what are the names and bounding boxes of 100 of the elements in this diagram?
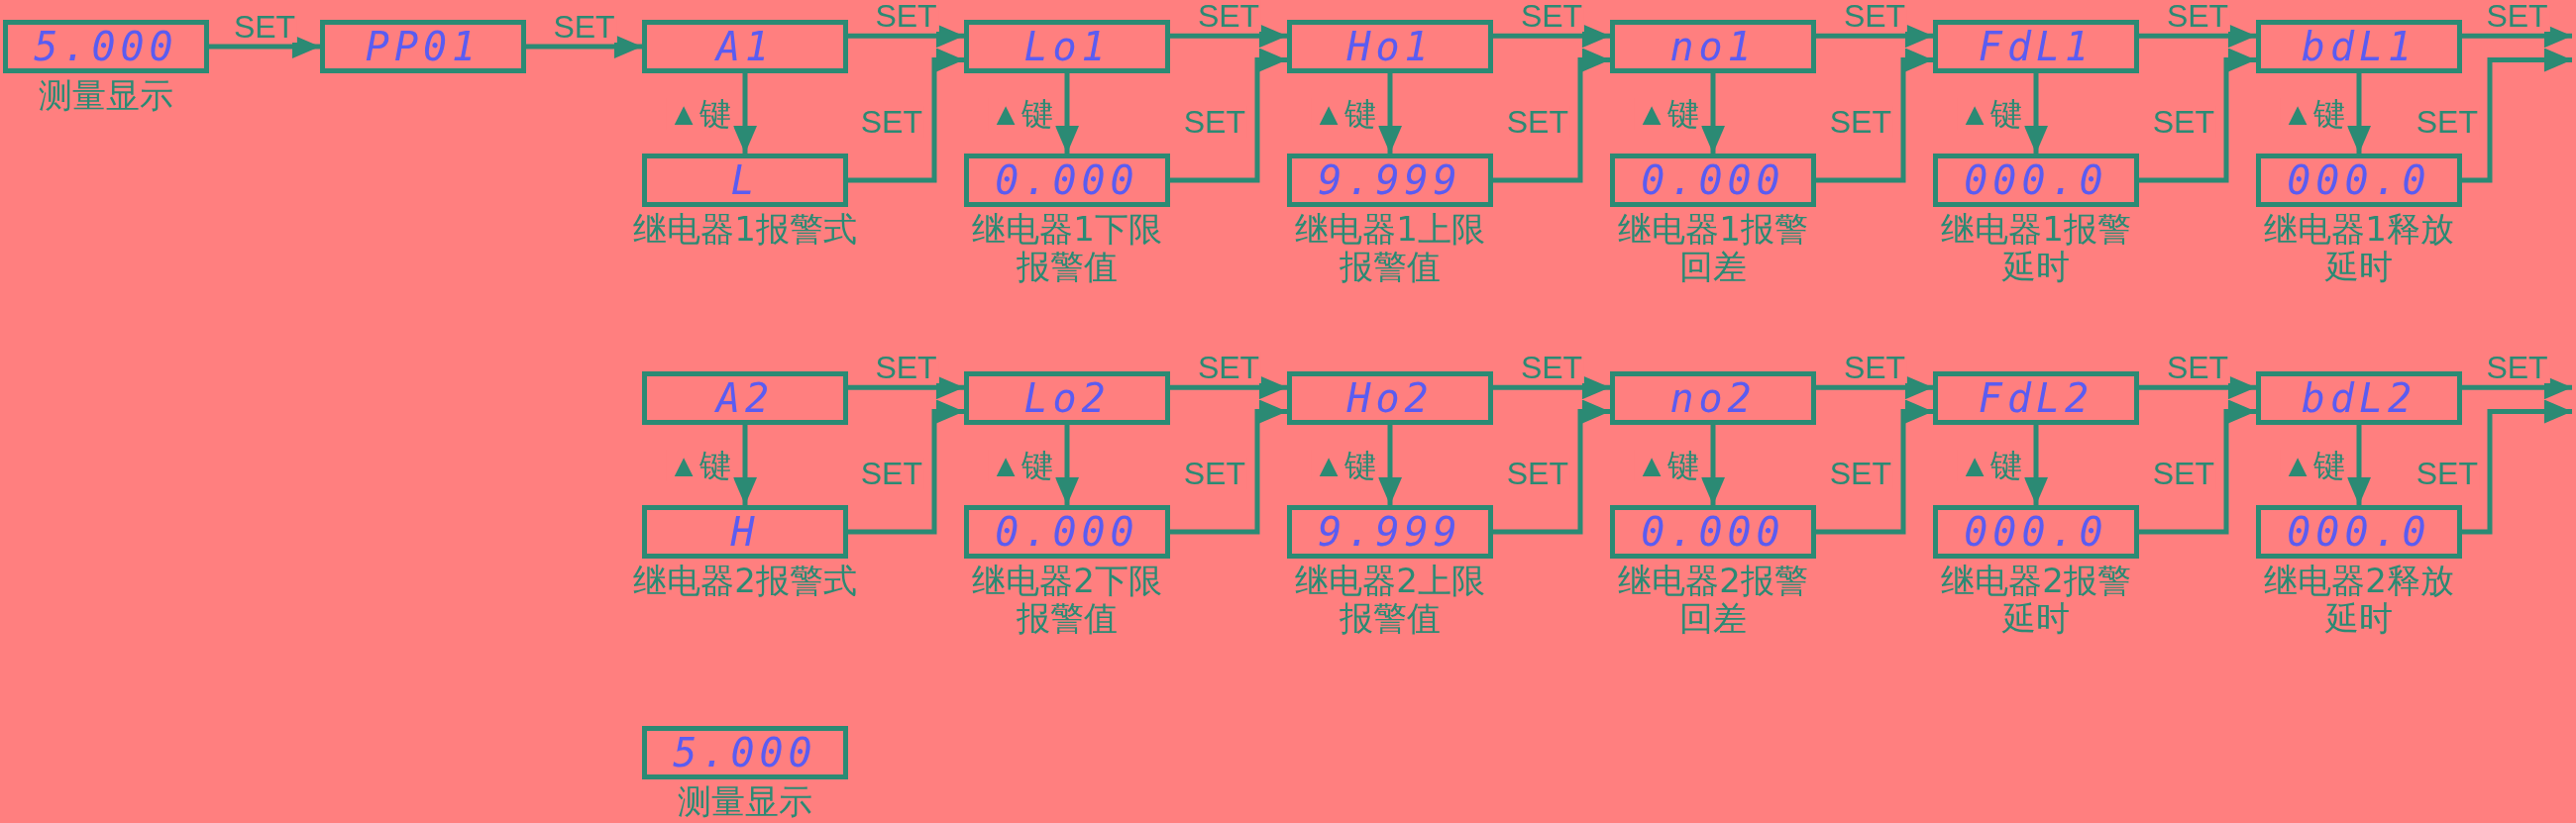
display-box	[1933, 505, 2139, 559]
display-box	[1287, 20, 1493, 73]
display-reading: no1	[1669, 27, 1757, 66]
node-label: 继电器2下限报警值	[971, 562, 1163, 638]
display-box	[2256, 20, 2462, 73]
display-reading: bdL2	[2301, 378, 2417, 418]
display-box	[964, 154, 1170, 207]
node-label: 继电器2报警式	[632, 562, 858, 600]
arrow	[733, 73, 757, 154]
display-box	[2256, 371, 2462, 425]
arrow	[1170, 48, 1287, 183]
node-label: 继电器1报警回差	[1617, 210, 1809, 286]
display-box	[1933, 371, 2139, 425]
arrow	[1816, 48, 1933, 183]
display-box	[1933, 154, 2139, 207]
display-box	[2256, 154, 2462, 207]
arrow	[1493, 24, 1610, 49]
arrow	[2347, 73, 2371, 154]
arrow	[848, 375, 964, 400]
display-box	[1610, 20, 1816, 73]
arrow	[733, 425, 757, 505]
node-label: 继电器2释放延时	[2263, 562, 2455, 638]
display-reading: Lo1	[1023, 27, 1111, 66]
arrow	[526, 35, 642, 58]
arrow	[2139, 375, 2256, 400]
display-reading: PP01	[365, 27, 482, 66]
display-reading: 9.999	[1318, 160, 1462, 200]
display-reading: L	[730, 160, 760, 200]
display-reading: A1	[715, 27, 775, 66]
display-box	[964, 20, 1170, 73]
arrow	[209, 35, 320, 58]
arrow	[1493, 48, 1610, 183]
arrow	[1170, 24, 1287, 49]
display-box	[1610, 371, 1816, 425]
display-box	[1610, 505, 1816, 559]
node-label: 继电器1下限报警值	[971, 210, 1163, 286]
display-box	[1287, 371, 1493, 425]
node-label: 测量显示	[677, 782, 813, 821]
display-reading: Lo2	[1023, 378, 1111, 418]
display-box	[642, 154, 848, 207]
node-label: 继电器2报警延时	[1940, 562, 2132, 638]
display-reading: 9.999	[1318, 512, 1462, 552]
display-reading: no2	[1669, 378, 1757, 418]
display-box	[642, 371, 848, 425]
arrow	[1493, 375, 1610, 400]
node-label: 继电器2报警回差	[1617, 562, 1809, 638]
node-label: 继电器2上限报警值	[1294, 562, 1486, 638]
arrow	[2462, 399, 2572, 535]
arrow	[1055, 73, 1079, 154]
display-box	[320, 20, 526, 73]
arrow	[2462, 48, 2572, 183]
arrow	[848, 399, 964, 535]
display-reading: 5.000	[34, 27, 178, 66]
arrow	[2024, 73, 2048, 154]
display-reading: 000.0	[1964, 512, 2108, 552]
display-reading: Ho2	[1346, 378, 1434, 418]
arrow	[1493, 399, 1610, 535]
display-box	[964, 371, 1170, 425]
node-label: 继电器1上限报警值	[1294, 210, 1486, 286]
arrow	[848, 24, 964, 49]
node-label: 继电器1报警式	[632, 210, 858, 249]
node-label: 继电器1报警延时	[1940, 210, 2132, 286]
arrow	[2139, 48, 2256, 183]
display-reading: 5.000	[673, 733, 817, 772]
display-box	[964, 505, 1170, 559]
arrow	[1816, 375, 1933, 400]
display-reading: FdL2	[1978, 378, 2094, 418]
display-box	[642, 20, 848, 73]
display-reading: bdL1	[2301, 27, 2417, 66]
display-box	[642, 505, 848, 559]
display-reading: H	[730, 512, 760, 552]
display-reading: A2	[715, 378, 775, 418]
arrow	[1055, 425, 1079, 505]
display-box	[1287, 154, 1493, 207]
arrow	[1378, 425, 1402, 505]
arrow	[1816, 24, 1933, 49]
arrow	[2347, 425, 2371, 505]
display-box	[1287, 505, 1493, 559]
arrow	[1170, 399, 1287, 535]
display-reading: 0.000	[1641, 512, 1785, 552]
node-label: 测量显示	[38, 76, 174, 115]
display-box	[2256, 505, 2462, 559]
arrow	[2462, 24, 2572, 49]
display-reading: 0.000	[995, 160, 1139, 200]
display-reading: FdL1	[1978, 27, 2094, 66]
arrow	[1701, 425, 1725, 505]
arrow	[2462, 375, 2572, 400]
display-reading: Ho1	[1346, 27, 1434, 66]
display-box	[1610, 154, 1816, 207]
arrow	[1170, 375, 1287, 400]
display-reading: 000.0	[2287, 160, 2431, 200]
display-box	[3, 20, 209, 73]
arrow	[2024, 425, 2048, 505]
display-box	[1933, 20, 2139, 73]
arrow	[1701, 73, 1725, 154]
display-reading: 0.000	[1641, 160, 1785, 200]
arrow	[2139, 399, 2256, 535]
display-reading: 000.0	[1964, 160, 2108, 200]
display-box	[642, 726, 848, 779]
arrow	[848, 48, 964, 183]
